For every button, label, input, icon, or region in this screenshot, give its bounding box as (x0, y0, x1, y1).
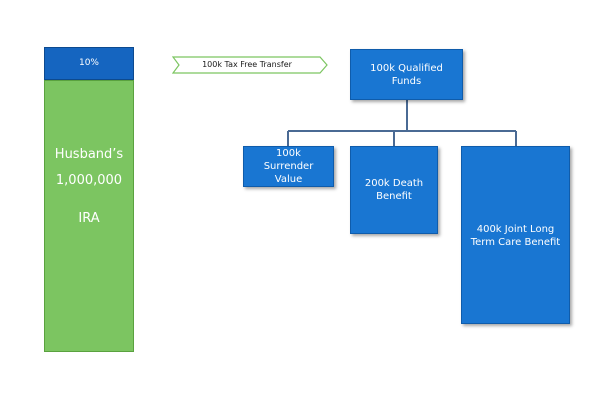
ira-amount-label: 1,000,000 (55, 173, 123, 188)
ira-percent-label: 10% (78, 58, 99, 68)
qualified-funds-label: 100k Qualified Funds (370, 62, 443, 87)
surrender-value-label: 100k Surrender Value (263, 148, 314, 185)
death-benefit-box: 200k Death Benefit (350, 146, 438, 234)
qualified-funds-box: 100k Qualified Funds (350, 49, 463, 100)
long-term-care-box: 400k Joint Long Term Care Benefit (461, 146, 570, 324)
ira-percent-box: 10% (44, 47, 134, 80)
death-benefit-label: 200k Death Benefit (364, 178, 424, 202)
long-term-care-label: 400k Joint Long Term Care Benefit (470, 224, 561, 248)
ira-body-box: Husband’s 1,000,000 IRA (44, 80, 134, 352)
surrender-value-box: 100k Surrender Value (243, 146, 334, 187)
transfer-arrow-shape (172, 56, 328, 74)
ira-type-label: IRA (78, 211, 100, 226)
transfer-label: 100k Tax Free Transfer (202, 60, 292, 69)
ira-owner-label: Husband’s (54, 147, 124, 162)
